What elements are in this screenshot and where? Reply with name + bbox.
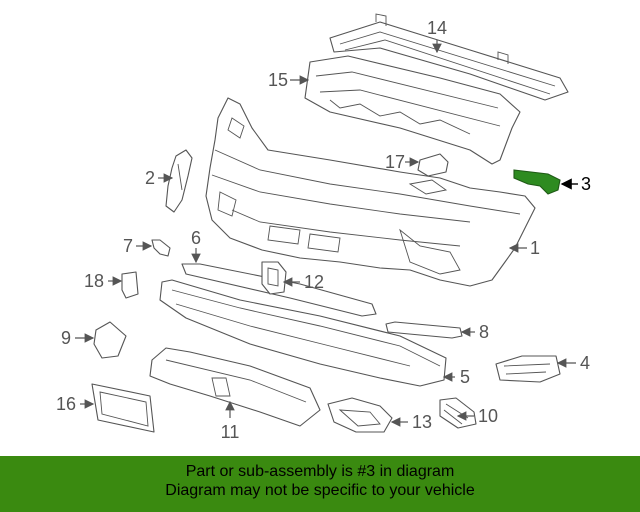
part-10-grille-insert[interactable] [439, 397, 477, 429]
callout-2[interactable]: 2 [145, 168, 155, 188]
part-12-bezel[interactable] [261, 261, 287, 295]
callout-5[interactable]: 5 [460, 367, 470, 387]
part-7-clip[interactable] [151, 239, 171, 257]
part-16-license-bracket[interactable] [91, 383, 155, 433]
callout-leaders [75, 40, 578, 427]
callout-11[interactable]: 11 [221, 422, 240, 442]
part-15-energy-absorber[interactable] [304, 55, 521, 165]
part-3-bracket-highlighted[interactable] [513, 169, 561, 195]
part-11-lower-panel[interactable] [149, 347, 321, 427]
callout-12[interactable]: 12 [304, 272, 324, 292]
info-banner: Part or sub-assembly is #3 in diagram Di… [0, 456, 640, 512]
callout-3-highlighted[interactable]: 3 [581, 174, 591, 194]
callout-16[interactable]: 16 [56, 394, 76, 414]
part-18-block[interactable] [121, 271, 139, 299]
callout-6[interactable]: 6 [191, 228, 201, 248]
callout-14[interactable]: 14 [427, 18, 447, 38]
callout-18[interactable]: 18 [84, 271, 104, 291]
callout-labels: 14 15 17 3 2 1 7 6 18 12 8 9 4 5 16 13 1… [56, 18, 591, 442]
callout-13[interactable]: 13 [412, 412, 432, 432]
callout-7[interactable]: 7 [123, 236, 133, 256]
part-14-reinforcement-beam[interactable] [329, 13, 569, 101]
part-17-bracket[interactable] [417, 153, 449, 177]
part-2-side-bracket[interactable] [165, 149, 193, 213]
callout-4[interactable]: 4 [580, 353, 590, 373]
callout-10[interactable]: 10 [478, 406, 498, 426]
callout-15[interactable]: 15 [268, 70, 288, 90]
exploded-parts-diagram: 14 15 17 3 2 1 7 6 18 12 8 9 4 5 16 13 1… [56, 13, 591, 442]
part-4-side-support[interactable] [495, 355, 561, 383]
banner-line-disclaimer: Diagram may not be specific to your vehi… [165, 482, 475, 499]
part-13-fog-bezel[interactable] [327, 397, 393, 433]
part-5-lower-valance[interactable] [159, 279, 447, 387]
part-9-cover[interactable] [93, 321, 127, 359]
part-1-bumper-cover[interactable] [205, 97, 536, 287]
callout-1[interactable]: 1 [530, 238, 540, 258]
callout-17[interactable]: 17 [385, 152, 405, 172]
callout-9[interactable]: 9 [61, 328, 71, 348]
callout-8[interactable]: 8 [479, 322, 489, 342]
banner-line-part-info: Part or sub-assembly is #3 in diagram [185, 463, 455, 480]
